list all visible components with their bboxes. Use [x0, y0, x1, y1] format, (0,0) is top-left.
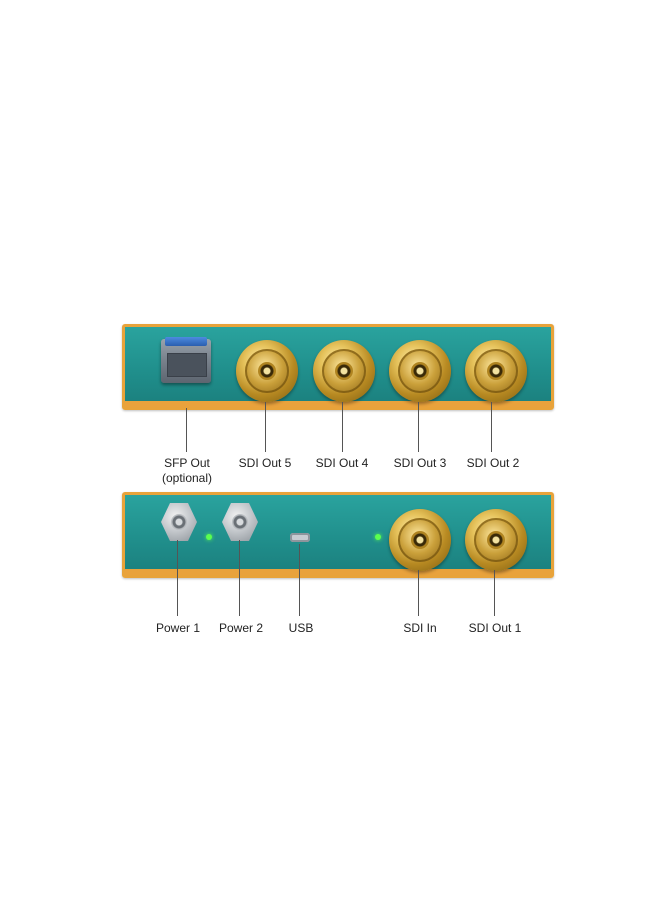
leader-line-usb	[299, 544, 300, 616]
device-panel-bottom	[122, 492, 554, 578]
leader-line-sdi-in	[418, 570, 419, 616]
label-sdi-out-3: SDI Out 3	[393, 456, 447, 470]
bnc-connector-sdi-out-5	[236, 340, 298, 402]
label-sfp-out: SFP Out (optional)	[161, 456, 213, 485]
bnc-connector-sdi-out-1	[465, 509, 527, 571]
power-2-connector	[222, 503, 258, 541]
bnc-connector-sdi-out-2	[465, 340, 527, 402]
label-sdi-out-2: SDI Out 2	[466, 456, 520, 470]
label-sdi-in: SDI In	[403, 621, 437, 635]
leader-line-sdi-out-4	[342, 402, 343, 452]
power-1-connector	[161, 503, 197, 541]
sfp-latch	[165, 337, 207, 346]
leader-line-power-1	[177, 540, 178, 616]
device-panel-top	[122, 324, 554, 410]
leader-line-sfp	[186, 408, 187, 452]
sfp-slot	[167, 353, 207, 377]
sfp-port	[161, 337, 211, 383]
status-led	[375, 534, 381, 540]
label-sdi-out-5: SDI Out 5	[238, 456, 292, 470]
label-power-2: Power 2	[218, 621, 264, 635]
bnc-connector-sdi-in	[389, 509, 451, 571]
leader-line-sdi-out-3	[418, 402, 419, 452]
leader-line-sdi-out-1	[494, 570, 495, 616]
label-usb: USB	[288, 621, 314, 635]
bnc-connector-sdi-out-3	[389, 340, 451, 402]
leader-line-sdi-out-2	[491, 402, 492, 452]
bnc-connector-sdi-out-4	[313, 340, 375, 402]
power-led-1	[206, 534, 212, 540]
label-sdi-out-4: SDI Out 4	[315, 456, 369, 470]
leader-line-sdi-out-5	[265, 402, 266, 452]
leader-line-power-2	[239, 540, 240, 616]
usb-port	[290, 533, 310, 542]
label-sdi-out-1: SDI Out 1	[468, 621, 522, 635]
label-power-1: Power 1	[155, 621, 201, 635]
